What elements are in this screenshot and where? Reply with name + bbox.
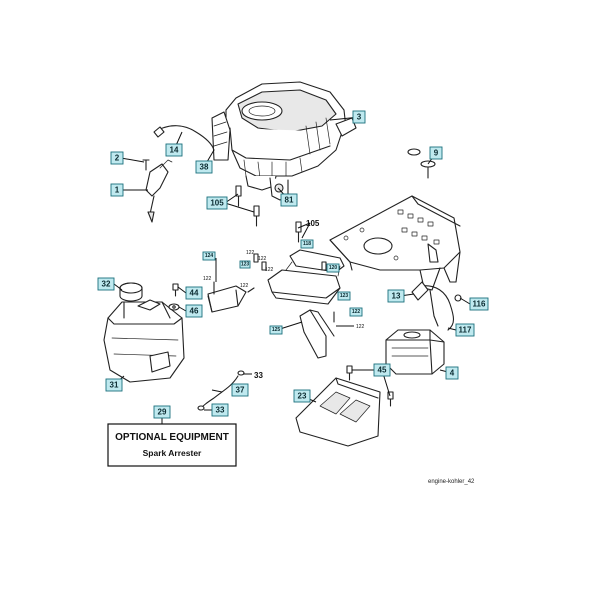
- callout-38: 38: [195, 160, 213, 174]
- svg-text:123: 123: [340, 293, 349, 299]
- heat-shield: [207, 281, 255, 313]
- svg-text:3: 3: [357, 113, 362, 122]
- callout-14: 14: [165, 143, 183, 157]
- callout-1: 1: [110, 183, 124, 197]
- callout-123b: 123: [337, 291, 351, 301]
- svg-text:125: 125: [272, 327, 281, 333]
- callout-44: 44: [185, 286, 203, 300]
- label-122-f: 122: [356, 324, 365, 330]
- svg-text:1: 1: [115, 186, 120, 195]
- svg-text:105: 105: [210, 199, 224, 208]
- svg-text:29: 29: [158, 408, 167, 417]
- svg-text:81: 81: [285, 196, 294, 205]
- callout-124: 124: [202, 251, 216, 261]
- callout-46: 46: [185, 304, 203, 318]
- svg-text:118: 118: [303, 241, 311, 247]
- callout-81: 81: [280, 193, 298, 207]
- svg-text:46: 46: [190, 307, 199, 316]
- callout-13: 13: [387, 289, 405, 303]
- svg-text:123: 123: [241, 262, 250, 268]
- fuel-tank: [103, 299, 185, 383]
- callout-118: 118: [300, 239, 314, 249]
- callout-123a: 123: [239, 260, 251, 269]
- svg-text:9: 9: [434, 149, 439, 158]
- callout-105a: 105: [206, 196, 228, 210]
- frame: [329, 195, 461, 291]
- label-105: 105: [306, 219, 320, 228]
- callout-4: 4: [445, 366, 459, 380]
- callout-120: 120: [326, 263, 340, 273]
- fuel-cap: [119, 282, 143, 302]
- fuel-line: [157, 125, 215, 151]
- muffler-shield: [295, 377, 381, 447]
- callout-37: 37: [231, 383, 249, 397]
- svg-text:124: 124: [205, 253, 214, 259]
- callout-3: 3: [352, 110, 366, 124]
- svg-text:120: 120: [329, 265, 338, 271]
- svg-text:32: 32: [102, 280, 111, 289]
- callout-2: 2: [110, 151, 124, 165]
- svg-text:14: 14: [170, 146, 179, 155]
- fuel-hose: [197, 370, 245, 411]
- figure-id: engine-kohler_42: [428, 479, 475, 485]
- throttle-control: [142, 159, 173, 223]
- label-122-b: 122: [258, 256, 267, 262]
- callout-9: 9: [429, 146, 443, 160]
- optional-equipment-box: OPTIONAL EQUIPMENT Spark Arrester: [107, 423, 237, 467]
- callout-23: 23: [293, 389, 311, 403]
- muffler: [385, 329, 445, 375]
- callout-125: 125: [269, 325, 283, 335]
- svg-text:13: 13: [392, 292, 401, 301]
- svg-text:33: 33: [216, 406, 225, 415]
- label-122-e: 122: [240, 283, 249, 289]
- callout-32: 32: [97, 277, 115, 291]
- callout-33b: 33: [211, 403, 229, 417]
- svg-text:38: 38: [200, 163, 209, 172]
- svg-text:122: 122: [352, 309, 361, 315]
- svg-text:31: 31: [110, 381, 119, 390]
- svg-text:44: 44: [190, 289, 199, 298]
- engine: [211, 81, 357, 201]
- svg-text:23: 23: [298, 392, 307, 401]
- svg-text:116: 116: [473, 300, 486, 309]
- svg-text:4: 4: [450, 369, 455, 378]
- optional-equipment-title: OPTIONAL EQUIPMENT: [115, 432, 229, 443]
- callout-116: 116: [469, 297, 489, 311]
- label-122-c: 122: [265, 267, 274, 273]
- svg-text:45: 45: [378, 366, 387, 375]
- callout-117: 117: [455, 323, 475, 337]
- svg-text:37: 37: [236, 386, 245, 395]
- tank-hardware: [168, 283, 180, 311]
- label-122-a: 122: [246, 250, 255, 256]
- callout-29: 29: [153, 405, 171, 419]
- bracket-125: [299, 309, 335, 359]
- optional-equipment-subtitle: Spark Arrester: [143, 448, 202, 458]
- callout-31: 31: [105, 378, 123, 392]
- callout-122-box: 122: [349, 307, 363, 317]
- exhaust-pipe: [411, 281, 462, 331]
- callout-45: 45: [373, 363, 391, 377]
- shield-bolts: [346, 365, 394, 407]
- svg-text:2: 2: [115, 154, 120, 163]
- mount-bracket: [253, 249, 345, 305]
- svg-text:117: 117: [459, 326, 472, 335]
- label-33: 33: [254, 371, 263, 380]
- label-122-d: 122: [203, 276, 212, 282]
